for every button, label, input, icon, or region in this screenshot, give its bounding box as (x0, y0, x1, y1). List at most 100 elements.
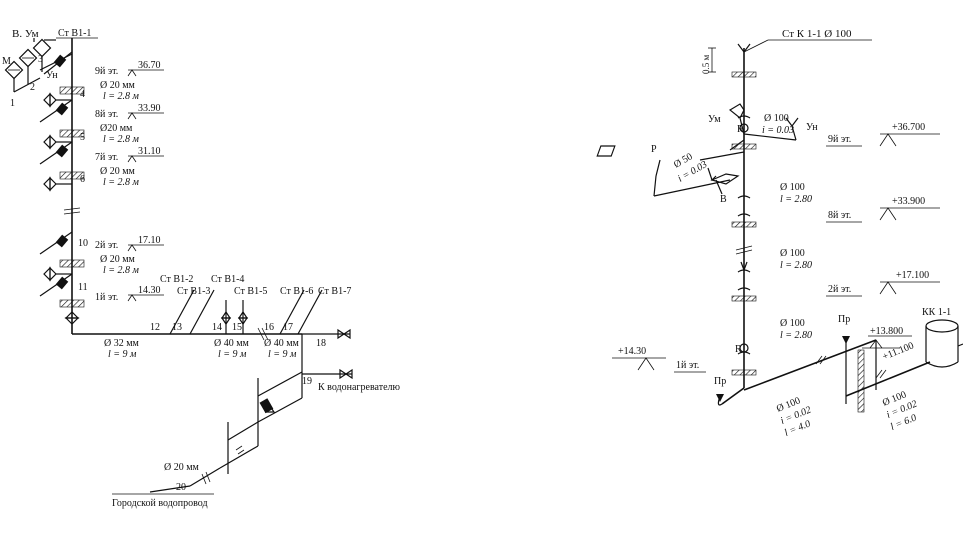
num-1: 1 (10, 98, 15, 109)
riser-b1-7: Ст В1-7 (318, 286, 351, 297)
upper-fixtures (728, 103, 799, 151)
dia-8: Ø20 мм (100, 123, 133, 134)
sewer-elev-9: +36.700 (892, 122, 925, 133)
num-17: 17 (283, 322, 293, 333)
num-14: 14 (212, 322, 222, 333)
label-m: М (2, 56, 11, 67)
label-pr-1: Пр (714, 376, 726, 387)
sewer-well (925, 319, 963, 368)
sewer-elev-2: +17.100 (896, 270, 929, 281)
to-heater-label: К водонагревателю (318, 382, 401, 393)
sewer-floor-8: 8й эт. (828, 210, 851, 221)
floor-label-9: 9й эт. (95, 66, 118, 77)
sewer-floor-2: 2й эт. (828, 284, 851, 295)
main-dia-2: Ø 40 мм (214, 338, 250, 349)
floor-label-8: 8й эт. (95, 109, 118, 120)
len-9: l = 2.8 м (103, 91, 140, 102)
riser-b1-4: Ст В1-4 (211, 274, 244, 285)
sewer-slab-8 (731, 221, 757, 228)
main-dia-1: Ø 32 мм (104, 338, 140, 349)
sewer-floor-1: 1й эт. (676, 360, 699, 371)
riser-b1-6: Ст В1-6 (280, 286, 313, 297)
meter-assembly (4, 38, 73, 93)
water-supply-scheme: В. Ум Ст В1-1 М 1 2 3 Ун (2, 28, 401, 509)
title-label: В. Ум (12, 28, 39, 40)
seg2-len: l = 2.80 (780, 260, 812, 271)
num-11: 11 (78, 282, 88, 293)
outlet-pipes (716, 335, 931, 413)
main-len-3: l = 9 м (268, 349, 297, 360)
num-4: 4 (80, 89, 85, 100)
riser-b1-2: Ст В1-2 (160, 274, 193, 285)
sewer-elev-8: +33.900 (892, 196, 925, 207)
elev-1: 14.30 (138, 285, 161, 296)
seg3-dia: Ø 100 (780, 318, 805, 329)
label-pr-2: Пр (838, 314, 850, 325)
len-2: l = 2.8 м (103, 265, 140, 276)
sewer-slab-1 (731, 369, 757, 376)
floor-annotations: 9й эт. 36.70 Ø 20 мм l = 2.8 м 8й эт. 33… (95, 60, 164, 303)
sewer-floor-levels: 9й эт. +36.700 8й эт. +33.900 2й эт. +17… (612, 122, 940, 373)
num-6: 6 (80, 174, 85, 185)
label-r-lower: R (735, 344, 742, 355)
floor-label-7: 7й эт. (95, 152, 118, 163)
meter-bypass (149, 371, 303, 493)
main-len-2: l = 9 м (218, 349, 247, 360)
dia-7: Ø 20 мм (100, 166, 136, 177)
riser-b1-5: Ст В1-5 (234, 286, 267, 297)
dia-9: Ø 20 мм (100, 80, 136, 91)
slab-1 (59, 299, 85, 308)
label-p: Р (651, 144, 657, 155)
num-3: 3 (38, 54, 43, 65)
branch-top-dia: Ø 100 (764, 113, 789, 124)
sewer-riser-label: Ст К 1-1 Ø 100 (782, 28, 852, 40)
num-15: 15 (232, 322, 242, 333)
branch-risers (169, 289, 323, 335)
revision-lower (739, 343, 749, 353)
elev-8: 33.90 (138, 103, 161, 114)
sewer-scheme: Ст К 1-1 Ø 100 0.5 м R R (596, 28, 963, 439)
num-5: 5 (80, 132, 85, 143)
floor-label-2: 2й эт. (95, 240, 118, 251)
seg1-len: l = 2.80 (780, 194, 812, 205)
elev-11100: +11.100 (881, 340, 916, 362)
inlet-dia: Ø 20 мм (164, 462, 200, 473)
label-v: В (720, 194, 727, 205)
slab-9 (59, 86, 85, 95)
len-7: l = 2.8 м (103, 177, 140, 188)
sewer-slab-roof (731, 71, 757, 78)
dia-2: Ø 20 мм (100, 254, 136, 265)
elev-2: 17.10 (138, 235, 161, 246)
break-mark (63, 207, 81, 211)
seg3-len: l = 2.80 (780, 330, 812, 341)
elev-9: 36.70 (138, 60, 161, 71)
num-2: 2 (30, 82, 35, 93)
well-label: КК 1-1 (922, 307, 951, 318)
seg1-dia: Ø 100 (780, 182, 805, 193)
slab-2 (59, 259, 85, 268)
num-13: 13 (172, 322, 182, 333)
sewer-floor-9: 9й эт. (828, 134, 851, 145)
num-19: 19 (302, 376, 312, 387)
seg2-dia: Ø 100 (780, 248, 805, 259)
sewer-slab-2 (731, 295, 757, 302)
num-12: 12 (150, 322, 160, 333)
elev-7: 31.10 (138, 146, 161, 157)
num-16: 16 (264, 322, 274, 333)
fixture-branches (39, 51, 80, 325)
main-len-1: l = 9 м (108, 349, 137, 360)
main-dia-3: Ø 40 мм (264, 338, 300, 349)
branch-top-slope: i = 0.03 (762, 125, 794, 136)
city-label: Городской водопровод (112, 498, 208, 509)
label-um: Ум (708, 114, 721, 125)
elev-13800: +13.800 (870, 326, 903, 337)
num-10: 10 (78, 238, 88, 249)
sewer-slab-9 (731, 143, 757, 150)
slab-7 (59, 171, 85, 180)
vent-height: 0.5 м (701, 55, 711, 75)
riser-b1-3: Ст В1-3 (177, 286, 210, 297)
label-r-upper: R (737, 124, 744, 135)
floor-label-1: 1й эт. (95, 292, 118, 303)
